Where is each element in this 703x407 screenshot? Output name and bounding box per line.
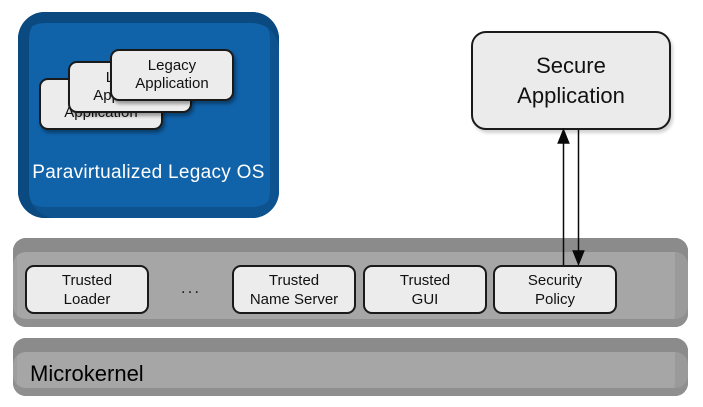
legacy-application-card-front: Legacy Application [110,49,234,101]
trusted-gui-label: Trusted GUI [399,271,451,308]
microkernel-label: Microkernel [30,361,144,386]
trusted-loader-label: Trusted Loader [61,271,113,308]
paravirtualized-legacy-os-box: Legacy Application Legacy Application Le… [18,12,279,218]
service-box-security-policy: Security Policy [493,265,617,314]
service-box-trusted-loader: Trusted Loader [25,265,149,314]
legacy-application-label: Legacy Application [135,57,209,92]
trusted-services-bar: Trusted Loader ... Trusted Name Server T… [13,238,688,327]
security-policy-label: Security Policy [527,271,583,308]
service-box-trusted-name-server: Trusted Name Server [232,265,356,314]
paravirtualized-legacy-os-label: Paravirtualized Legacy OS [32,162,265,183]
secure-application-box: Secure Application [471,31,671,130]
trusted-name-server-label: Trusted Name Server [249,271,339,308]
microkernel-bar: Microkernel [13,338,688,396]
service-box-trusted-gui: Trusted GUI [363,265,487,314]
arrow-up-head [557,127,570,144]
secure-application-label: Secure Application [517,52,625,108]
services-ellipsis: ... [180,278,202,297]
